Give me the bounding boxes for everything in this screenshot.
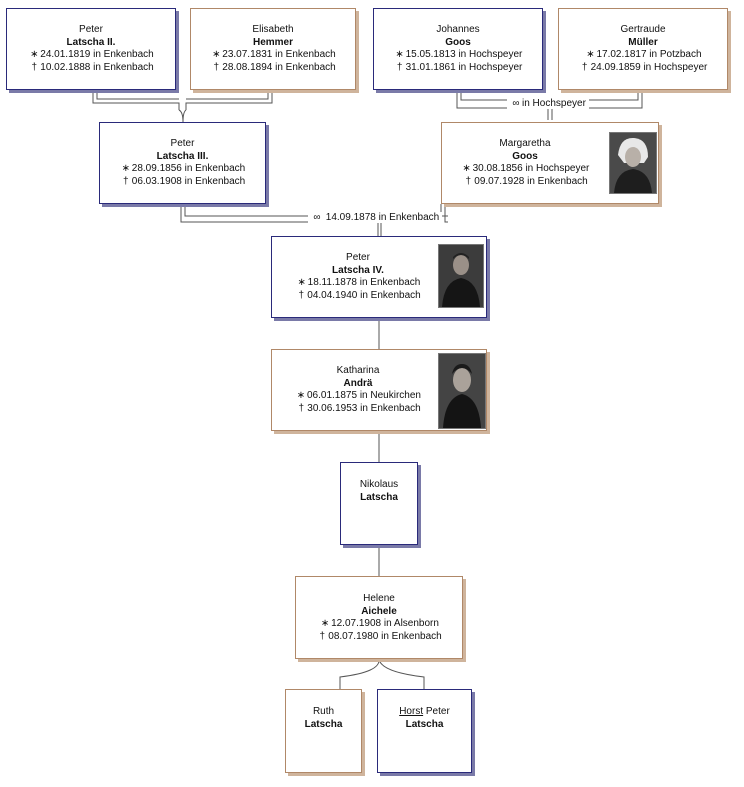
surname: Latscha — [360, 491, 398, 503]
surname: Müller — [628, 36, 658, 48]
birth-icon: ∗ — [586, 49, 595, 60]
person-box-gertraude-mueller[interactable]: Gertraude Müller ∗17.02.1817 in Potzbach… — [558, 8, 728, 90]
given-name: Margaretha — [499, 138, 551, 149]
given-name: Helene — [363, 593, 395, 604]
surname: Latscha III. — [156, 150, 209, 162]
person-box-peter-latscha-iv[interactable]: Peter Latscha IV. ∗18.11.1878 in Enkenba… — [271, 236, 487, 318]
surname: Goos — [445, 36, 471, 48]
person-box-margaretha-goos[interactable]: Margaretha Goos ∗30.08.1856 in Hochspeye… — [441, 122, 659, 204]
surname: Latscha II. — [66, 36, 116, 48]
person-box-ruth-latscha[interactable]: Ruth Latscha — [285, 689, 362, 773]
given-name: Johannes — [436, 24, 480, 35]
birth-info: 06.01.1875 in Neukirchen — [307, 390, 421, 401]
given-name: Peter — [346, 252, 370, 263]
death-info: 30.06.1953 in Enkenbach — [307, 402, 421, 414]
death-icon: † — [123, 175, 129, 187]
death-icon: † — [298, 289, 305, 301]
birth-icon: ∗ — [121, 163, 130, 174]
birth-info: 24.01.1819 in Enkenbach — [40, 49, 154, 60]
marriage-label-goos-mueller: ∞in Hochspeyer — [507, 98, 589, 109]
birth-icon: ∗ — [296, 390, 306, 401]
death-info: 06.03.1908 in Enkenbach — [131, 175, 246, 187]
person-box-elisabeth-hemmer[interactable]: Elisabeth Hemmer ∗23.07.1831 in Enkenbac… — [190, 8, 356, 90]
birth-info: 30.08.1856 in Hochspeyer — [472, 163, 590, 174]
birth-icon: ∗ — [212, 49, 221, 60]
marriage-place: in Hochspeyer — [522, 98, 586, 109]
marriage-rings-icon: ∞ — [313, 212, 321, 223]
person-box-helene-aichele[interactable]: Helene Aichele ∗12.07.1908 in Alsenborn … — [295, 576, 463, 659]
given-name: Nikolaus — [359, 479, 399, 490]
given-name: Peter — [79, 24, 103, 35]
portrait-silhouette-icon — [439, 354, 485, 428]
given-name-rest: Peter — [423, 706, 450, 717]
death-icon: † — [581, 61, 588, 73]
given-name: Gertraude — [620, 24, 666, 35]
death-info: 08.07.1980 in Enkenbach — [328, 630, 442, 642]
marriage-rings-icon: ∞ — [512, 98, 520, 109]
marriage-label-latscha-goos: ∞ 14.09.1878 in Enkenbach — [308, 212, 443, 223]
marriage-date-place: 14.09.1878 in Enkenbach — [325, 212, 440, 223]
birth-info: 12.07.1908 in Alsenborn — [331, 618, 439, 629]
person-box-johannes-goos[interactable]: Johannes Goos ∗15.05.1813 in Hochspeyer … — [373, 8, 543, 90]
portrait-photo — [438, 244, 484, 308]
portrait-silhouette-icon — [610, 133, 656, 193]
death-icon: † — [298, 402, 305, 414]
death-icon: † — [31, 61, 38, 73]
birth-info: 18.11.1878 in Enkenbach — [307, 277, 421, 288]
death-info: 10.02.1888 in Enkenbach — [40, 61, 154, 73]
given-name: Peter — [170, 138, 195, 149]
death-icon: † — [396, 61, 403, 73]
given-name: Elisabeth — [252, 24, 294, 35]
given-name: Horst Peter — [378, 706, 471, 719]
person-box-katharina-andrae[interactable]: Katharina Andrä ∗06.01.1875 in Neukirche… — [271, 349, 487, 431]
death-info: 28.08.1894 in Enkenbach — [222, 61, 336, 73]
call-name: Horst — [399, 706, 424, 717]
death-icon: † — [465, 175, 472, 187]
portrait-photo — [609, 132, 657, 194]
birth-icon: ∗ — [395, 49, 404, 60]
person-box-nikolaus-latscha[interactable]: Nikolaus Latscha — [340, 462, 418, 545]
surname: Andrä — [343, 377, 373, 389]
person-box-peter-latscha-iii[interactable]: Peter Latscha III. ∗28.09.1856 in Enkenb… — [99, 122, 266, 204]
surname: Hemmer — [252, 36, 294, 48]
portrait-silhouette-icon — [439, 245, 483, 307]
death-info: 31.01.1861 in Hochspeyer — [405, 61, 523, 73]
birth-icon: ∗ — [462, 163, 471, 174]
portrait-photo — [438, 353, 486, 429]
surname: Goos — [512, 150, 538, 162]
surname: Latscha IV. — [332, 264, 384, 276]
death-info: 09.07.1928 in Enkenbach — [474, 175, 588, 187]
death-icon: † — [319, 630, 326, 642]
surname: Latscha — [304, 718, 343, 730]
surname: Aichele — [361, 605, 397, 617]
birth-info: 15.05.1813 in Hochspeyer — [405, 49, 523, 60]
given-name: Katharina — [336, 365, 380, 376]
birth-info: 23.07.1831 in Enkenbach — [222, 49, 336, 60]
birth-icon: ∗ — [30, 49, 39, 60]
death-icon: † — [213, 61, 220, 73]
birth-icon: ∗ — [320, 618, 330, 629]
birth-icon: ∗ — [297, 277, 306, 288]
given-name: Ruth — [312, 706, 335, 717]
surname: Latscha — [405, 718, 444, 730]
person-box-peter-latscha-ii[interactable]: Peter Latscha II. ∗24.01.1819 in Enkenba… — [6, 8, 176, 90]
birth-info: 28.09.1856 in Enkenbach — [131, 163, 246, 174]
death-info: 24.09.1859 in Hochspeyer — [590, 61, 708, 73]
person-box-horst-peter-latscha[interactable]: Horst Peter Latscha — [377, 689, 472, 773]
birth-info: 17.02.1817 in Potzbach — [596, 49, 702, 60]
death-info: 04.04.1940 in Enkenbach — [307, 289, 421, 301]
